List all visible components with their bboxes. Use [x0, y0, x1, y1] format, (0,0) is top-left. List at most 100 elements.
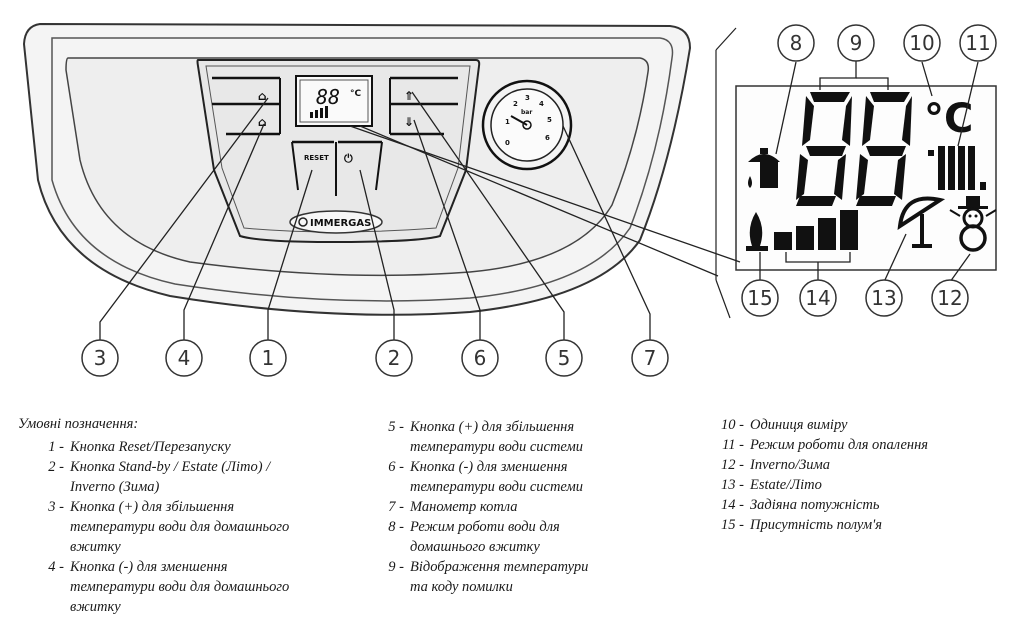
lcd-detail: 88 °C [0, 0, 997, 319]
callout-10: 10 [903, 24, 941, 62]
bottom-button-group: RESET ⏻ [291, 140, 383, 196]
svg-text:1: 1 [262, 346, 275, 370]
power-level-icon [774, 210, 858, 250]
legend-item-number: 14 - [721, 497, 744, 513]
lcd-digits-text: 88 [0, 0, 2, 1]
legend-item-text: Манометр котла [410, 499, 518, 515]
callout-1: 1 [249, 339, 287, 377]
legend-item-number: 11 - [722, 437, 744, 453]
gauge-tick-2: 2 [513, 100, 518, 108]
callout-14: 14 [799, 279, 837, 317]
legend-item-text: вжитку [70, 539, 121, 555]
legend-item-number: 8 - [388, 519, 404, 535]
svg-text:13: 13 [871, 286, 896, 310]
legend-item-text: та коду помилки [410, 579, 513, 595]
gauge-tick-5: 5 [547, 116, 552, 124]
svg-text:10: 10 [909, 31, 934, 55]
legend-item-text: температури води системи [410, 479, 584, 495]
callout-11: 11 [959, 24, 997, 62]
svg-text:15: 15 [747, 286, 772, 310]
legend-item-number [340, 537, 410, 557]
legend-item-text: температури води системи [410, 439, 584, 455]
legend-item-text: Inverno (Зима) [70, 479, 160, 495]
brand-logo: IMMERGAS [310, 218, 371, 229]
lcd-digits [796, 92, 912, 206]
callout-13: 13 [865, 279, 903, 317]
svg-text:7: 7 [644, 346, 657, 370]
legend-item: 6 -Кнопка (-) для зменшення [340, 457, 588, 477]
legend-item: 15 -Присутність полум'я [680, 515, 928, 535]
legend-item-number: 13 - [721, 477, 744, 493]
legend-item: 3 - Кнопка (+) для збільшення [0, 497, 289, 517]
legend-item-number: 9 - [388, 559, 404, 575]
legend-item-text: Відображення температури [410, 559, 589, 575]
legend-item: температури води системи [340, 477, 588, 497]
callout-12: 12 [931, 279, 969, 317]
mini-lcd-unit: °C [350, 89, 362, 99]
legend-item: домашнього вжитку [340, 537, 588, 557]
gauge-needle [510, 115, 528, 126]
legend-item-text: температури води для домашнього [70, 519, 290, 535]
callout-2: 2 [375, 339, 413, 377]
svg-text:6: 6 [474, 346, 487, 370]
gauge-tick-6: 6 [545, 134, 550, 142]
legend-item-number: 5 - [388, 419, 404, 435]
legend-item: вжитку [0, 537, 289, 557]
flame-icon [746, 212, 768, 251]
dhw-mode-icon [748, 148, 780, 188]
legend-item-text: температури води для домашнього [70, 579, 290, 595]
legend-item-text: Кнопка (-) для зменшення [70, 559, 228, 575]
boiler-control-diagram: ⌂ ⌂ ⇑ ⇓ 88 °C RESET ⏻ I [0, 0, 997, 377]
legend-item-text: Задіяна потужність [750, 497, 880, 513]
panel-lcd: 88 °C [295, 75, 373, 127]
radiator-minus-icon: ⇓ [404, 115, 414, 129]
legend-item-text: Кнопка (-) для зменшення [410, 459, 568, 475]
legend-item: 9 - Відображення температури [340, 557, 588, 577]
legend-item: 10 -Одиниця виміру [680, 415, 928, 435]
reset-button[interactable] [294, 144, 334, 190]
power-icon: ⏻ [344, 152, 353, 165]
callout-7: 7 [631, 339, 669, 377]
winter-mode-icon [949, 196, 997, 252]
legend-item-text: Inverno/Зима [750, 457, 831, 473]
legend-item: 2 - Кнопка Stand-by / Estate (Літо) / [0, 457, 289, 477]
leader-lines [99, 60, 979, 340]
panel-inner-shell [51, 37, 674, 302]
heating-mode-icon [928, 146, 986, 190]
callout-15: 15 [741, 279, 779, 317]
legend-item-number [340, 477, 410, 497]
legend-item: 11 -Режим роботи для опалення [680, 435, 928, 455]
legend-item-number [0, 517, 70, 537]
dhw-button-group: ⌂ ⌂ [212, 76, 281, 136]
svg-text:9: 9 [850, 31, 863, 55]
svg-text:2: 2 [388, 346, 401, 370]
legend-item: вжитку [0, 597, 289, 617]
mini-lcd-digits: 88 [316, 85, 340, 109]
standby-button[interactable] [338, 144, 380, 190]
svg-text:11: 11 [965, 31, 990, 55]
svg-text:8: 8 [790, 31, 803, 55]
legend-item: 1 -Кнопка Reset/Перезапуску [0, 437, 289, 457]
reset-label: RESET [304, 154, 329, 162]
legend-item-text: Кнопка (+) для збільшення [70, 499, 235, 515]
legend-item: температури води для домашнього [0, 517, 289, 537]
legend-item: та коду помилки [340, 577, 588, 597]
callout-3: 3 [81, 339, 119, 377]
lcd-unit: °C [924, 96, 973, 142]
legend-item-number [0, 577, 70, 597]
svg-text:12: 12 [937, 286, 962, 310]
legend-item-text: вжитку [70, 599, 121, 615]
legend-item-text: Режим роботи води для [410, 519, 560, 535]
legend-item-number: 7 - [388, 499, 404, 515]
callout-5: 5 [545, 339, 583, 377]
dhw-plus-button[interactable] [214, 80, 278, 102]
legend-item-text: Кнопка Stand-by / Estate (Літо) / [70, 459, 271, 475]
legend-item-number: 2 - [48, 459, 64, 475]
svg-text:3: 3 [94, 346, 107, 370]
legend-item-number: 3 - [48, 499, 64, 515]
callout-markers: 3 4 1 2 6 5 7 8 9 10 11 15 14 13 12 [81, 24, 997, 377]
svg-text:4: 4 [178, 346, 191, 370]
legend-item-text: Estate/Літо [750, 477, 822, 493]
callout-6: 6 [461, 339, 499, 377]
heating-plus-button[interactable] [392, 80, 456, 102]
